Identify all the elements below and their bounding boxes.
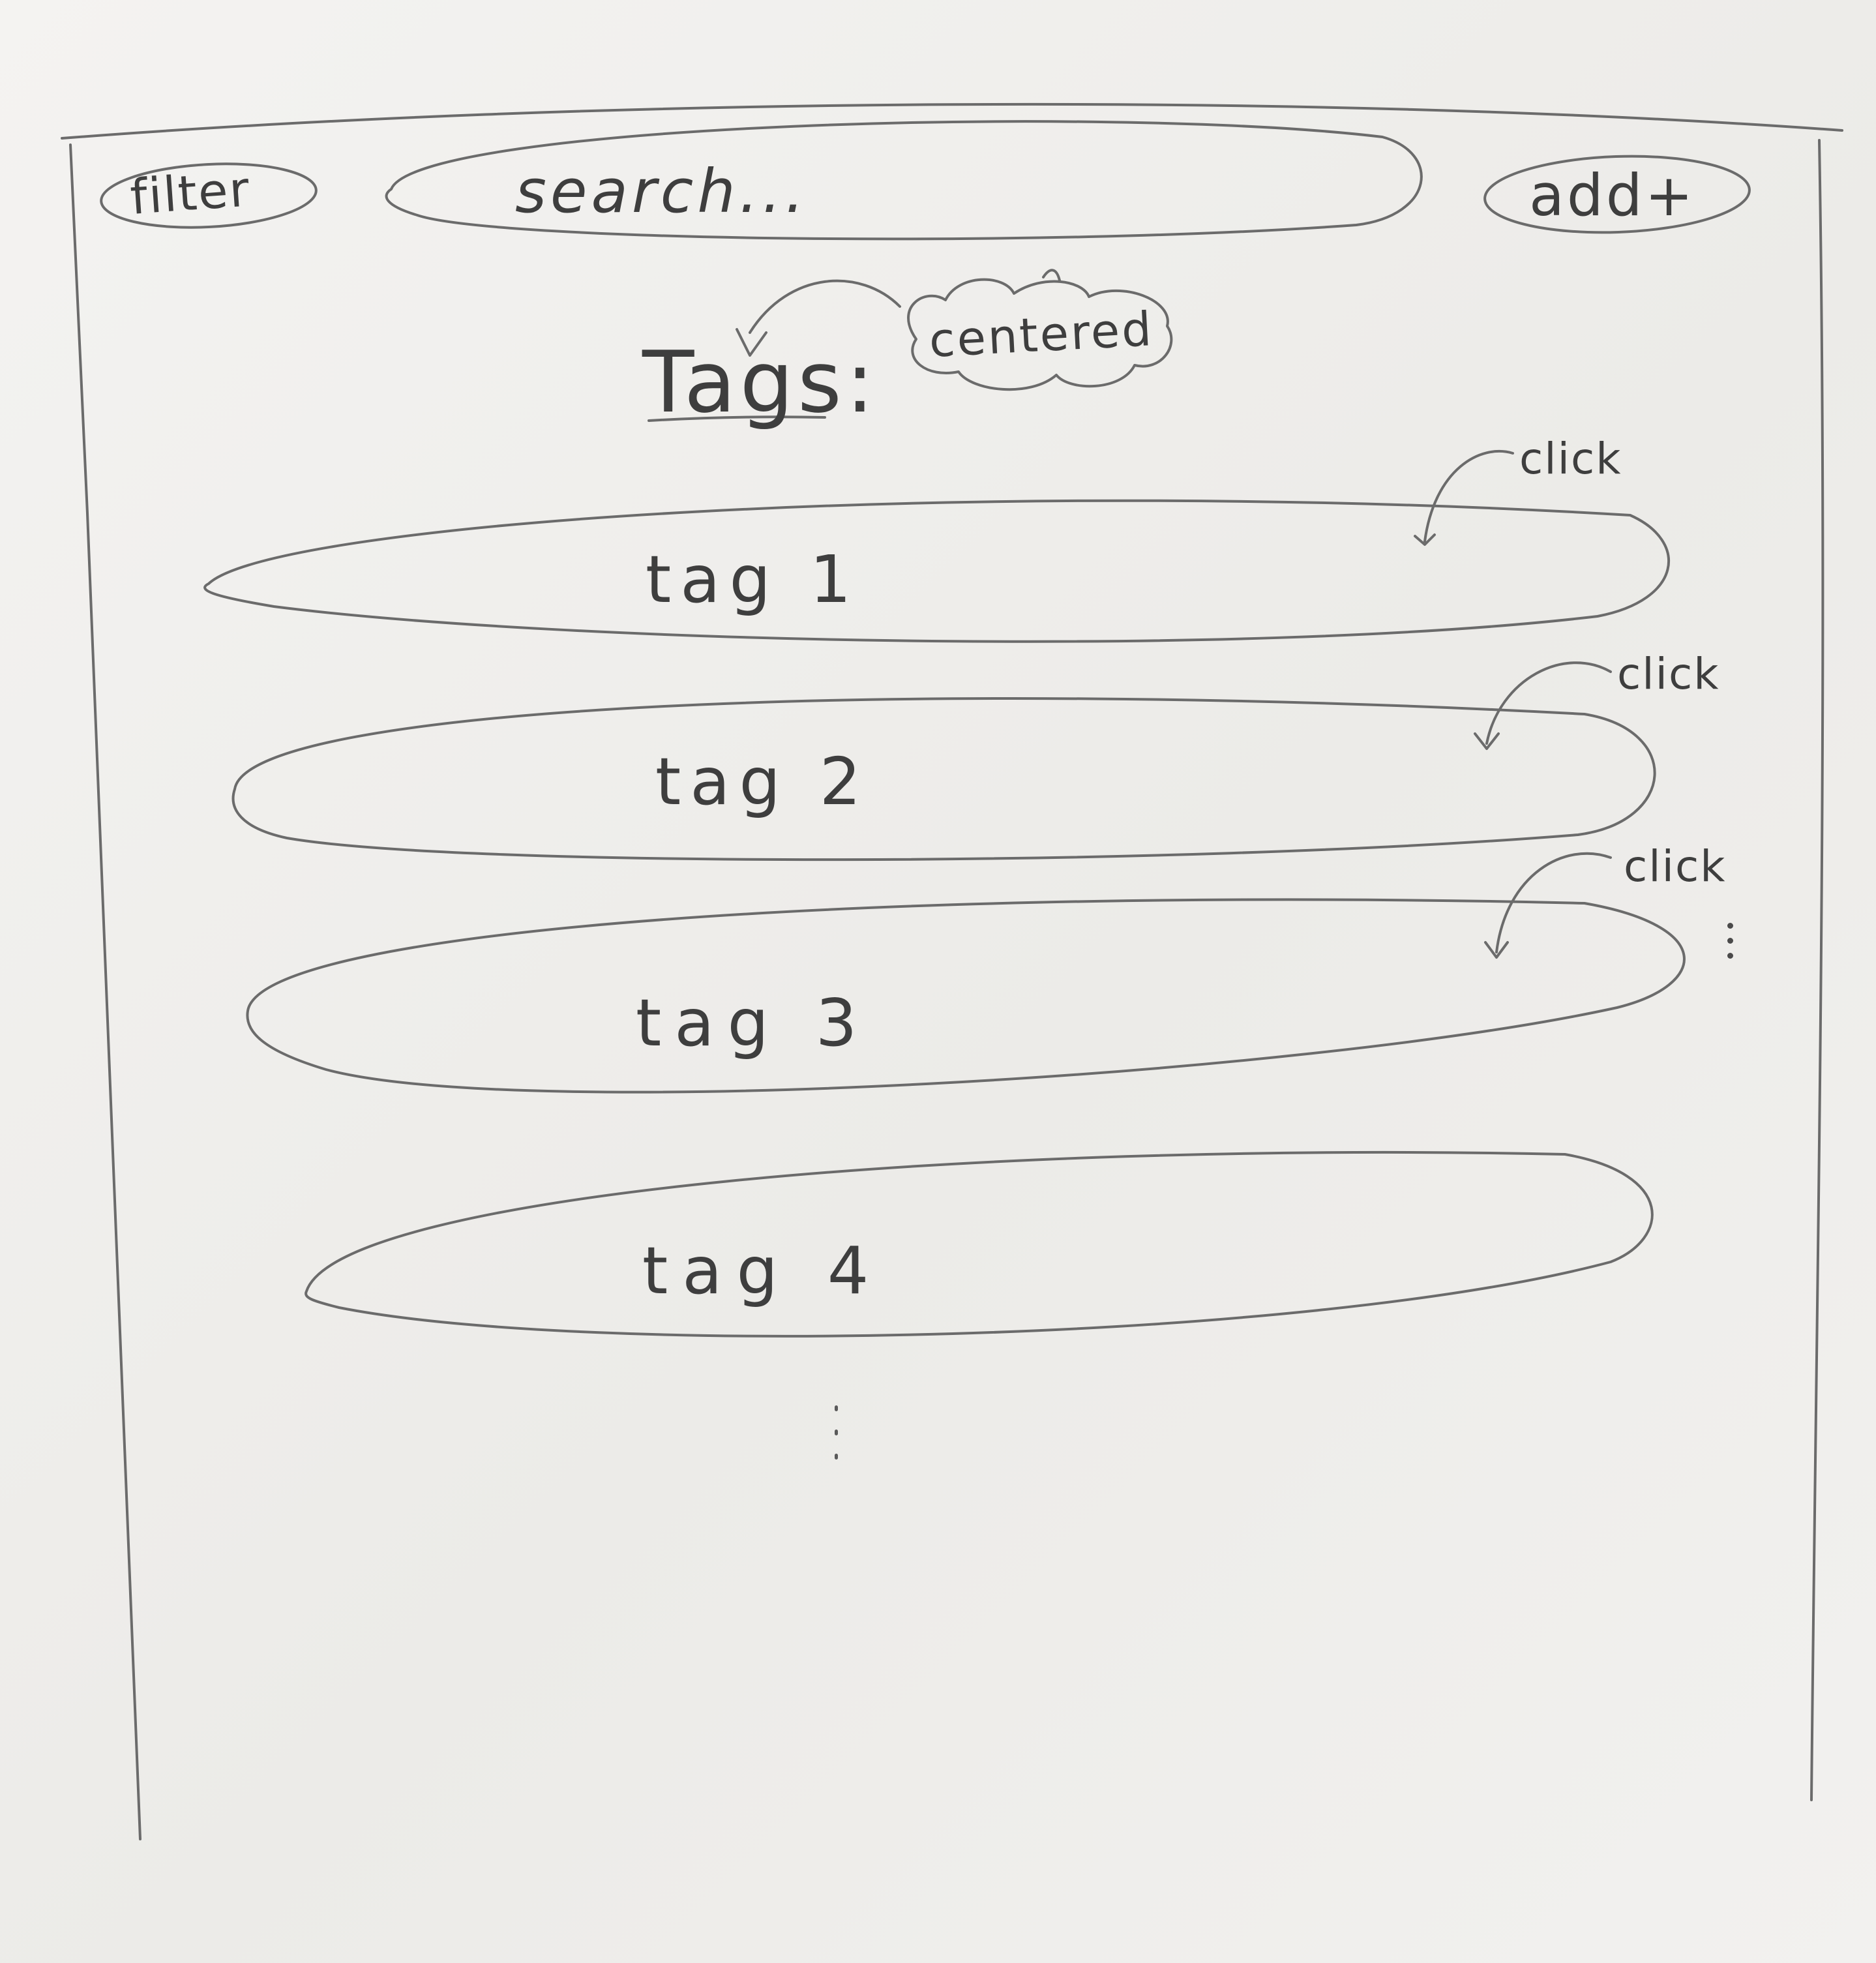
filter-button[interactable]: filter [101, 161, 316, 228]
annotation-arrow [749, 279, 901, 334]
more-vertical-icon [829, 1405, 842, 1484]
tag-3-label: tag 3 [636, 985, 871, 1061]
frame-right-line [1810, 139, 1824, 1801]
click-annotation-3: click [1624, 841, 1727, 892]
tag-1-label: tag 1 [646, 541, 861, 618]
click-annotation-1: click [1519, 434, 1622, 484]
tag-list-item-3[interactable]: tag 3 [248, 900, 1708, 1096]
tag-2-label: tag 2 [655, 743, 871, 820]
click-annotation-2: click [1617, 649, 1720, 699]
tag-list-item-1[interactable]: tag 1 [209, 502, 1669, 652]
centered-annotation: centered [927, 301, 1155, 368]
cloud-tail [1042, 269, 1061, 282]
filter-button-label: filter [128, 161, 252, 226]
kebab-menu-icon[interactable] [1720, 923, 1740, 975]
page-title: Tags: [642, 333, 878, 432]
add-button-label: add+ [1529, 162, 1696, 229]
tag-4-label: tag 4 [642, 1233, 884, 1309]
tag-list-item-4[interactable]: tag 4 [306, 1154, 1669, 1350]
frame-left-line [69, 143, 141, 1840]
add-button[interactable]: add+ [1483, 157, 1751, 233]
search-input[interactable]: search... [385, 127, 1428, 238]
tag-list-item-2[interactable]: tag 2 [235, 698, 1669, 854]
search-placeholder: search... [515, 157, 809, 226]
